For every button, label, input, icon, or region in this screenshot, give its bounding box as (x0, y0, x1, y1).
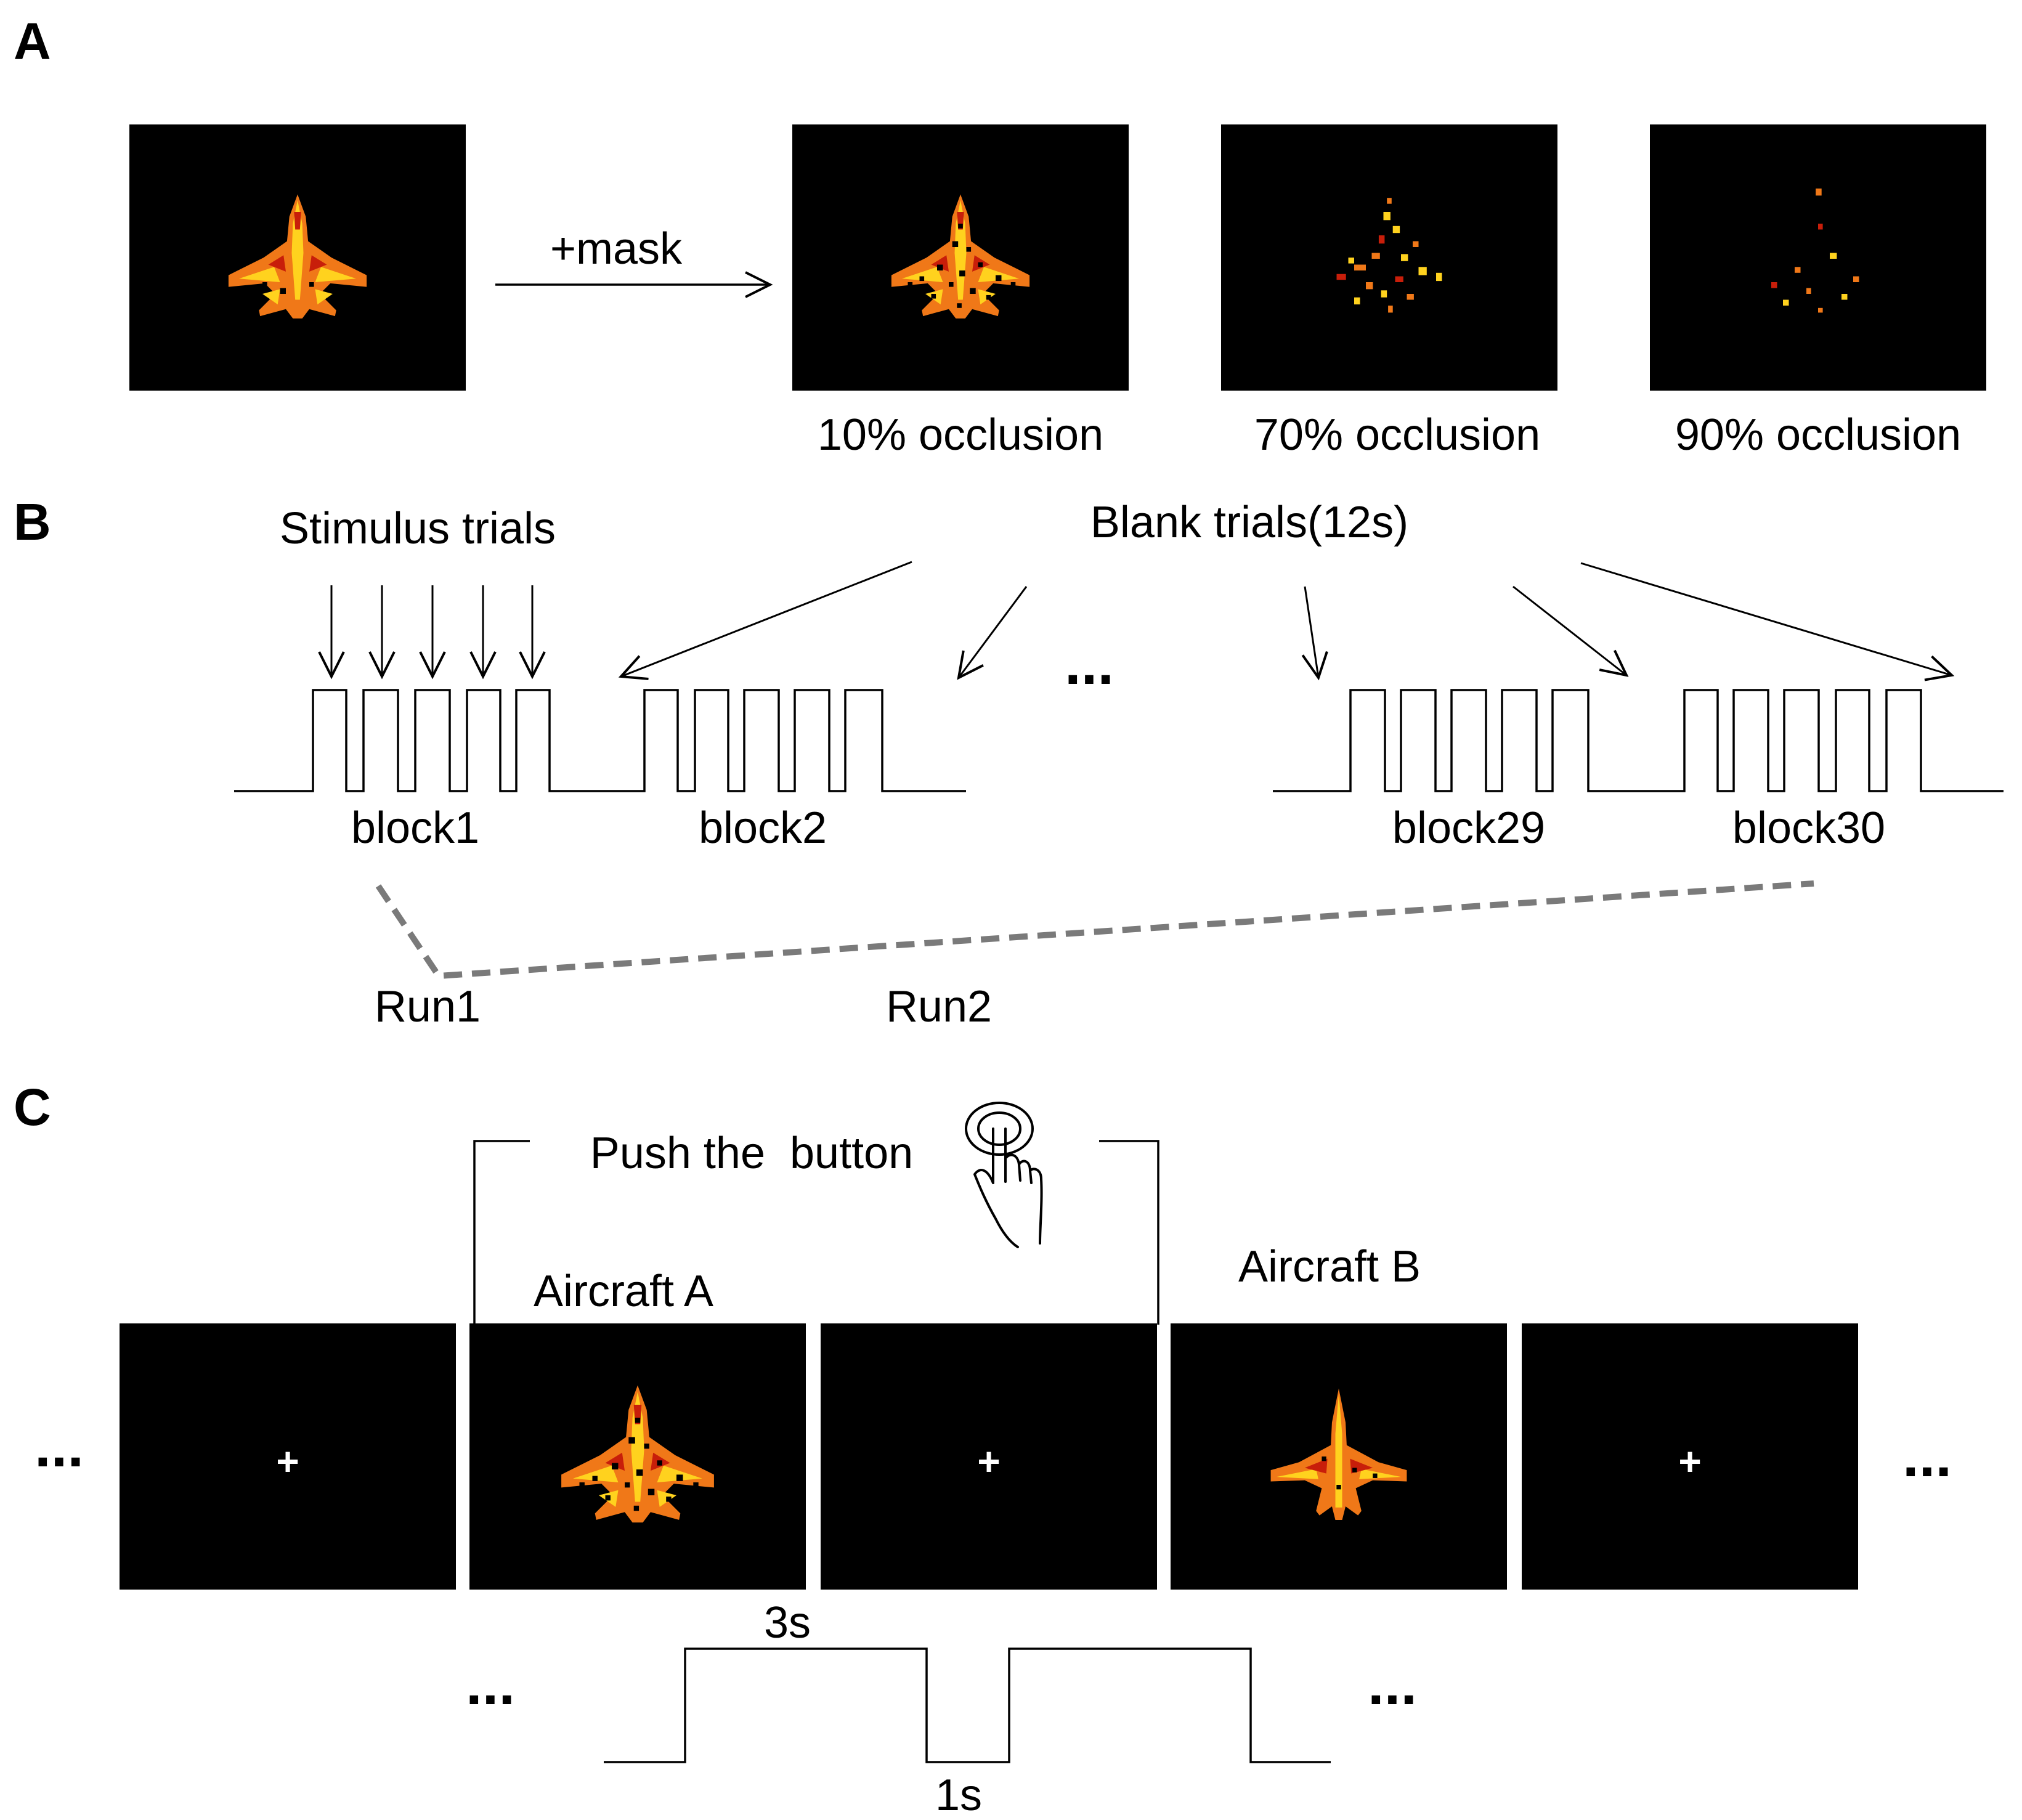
block-label-30: block30 (1732, 803, 1885, 853)
blank-trial-arrows (618, 561, 1955, 681)
run-label-2: Run2 (886, 982, 992, 1031)
block-waveform-run1 (234, 689, 966, 792)
duration-on-label: 3s (764, 1598, 811, 1647)
panel-b-letter: B (14, 493, 51, 551)
aircraft-a-label: Aircraft A (534, 1267, 713, 1316)
fixation-screen-3: + (1522, 1323, 1858, 1590)
trials-ellipsis-left: ... (35, 1413, 84, 1479)
arrow-icon (957, 586, 1028, 680)
push-button-label: Push the button (590, 1129, 913, 1178)
stimulus-trial-arrows (318, 585, 546, 680)
block-label-1: block1 (351, 803, 479, 853)
run-dashed-connector (375, 880, 1814, 980)
panel-c-letter: C (14, 1078, 51, 1136)
fixation-cross: + (977, 1439, 1000, 1484)
timing-ellipsis-right: ... (1368, 1651, 1417, 1717)
panel-a-letter: A (14, 12, 51, 70)
pointing-hand-icon (965, 1102, 1043, 1248)
fixation-cross: + (1678, 1439, 1701, 1484)
occlusion-label-90: 90% occlusion (1675, 410, 1961, 460)
arrow-icon (618, 561, 912, 680)
timing-ellipsis-left: ... (466, 1651, 515, 1717)
fixation-screen-1: + (120, 1323, 456, 1590)
block-label-2: block2 (699, 803, 827, 853)
arrow-icon (1580, 562, 1955, 681)
fixation-screen-2: + (821, 1323, 1157, 1590)
blocks-ellipsis: ... (1065, 631, 1114, 697)
trial-timing-waveform (604, 1647, 1331, 1763)
occluded-90-image (1650, 124, 1986, 391)
arrow-icon (1301, 586, 1328, 681)
run-label-1: Run1 (375, 982, 481, 1031)
original-stimulus-image (129, 124, 466, 391)
trials-ellipsis-right: ... (1902, 1423, 1952, 1489)
occluded-10-image (792, 124, 1129, 391)
occlusion-label-10: 10% occlusion (818, 410, 1103, 460)
arrow-icon (1512, 585, 1629, 677)
mask-label: +mask (550, 224, 683, 274)
aircraft-b-screen (1171, 1323, 1507, 1590)
aircraft-b-label: Aircraft B (1238, 1242, 1421, 1291)
fixation-cross: + (276, 1439, 299, 1484)
response-bracket (473, 1140, 1159, 1325)
aircraft-a-screen (469, 1323, 806, 1590)
occlusion-label-70: 70% occlusion (1254, 410, 1540, 460)
duration-off-label: 1s (935, 1771, 982, 1820)
blank-trials-label: Blank trials(12s) (1090, 498, 1408, 547)
stimulus-trials-label: Stimulus trials (280, 504, 556, 553)
block-waveform-run2 (1273, 689, 2004, 792)
occluded-70-image (1221, 124, 1557, 391)
block-label-29: block29 (1392, 803, 1545, 853)
